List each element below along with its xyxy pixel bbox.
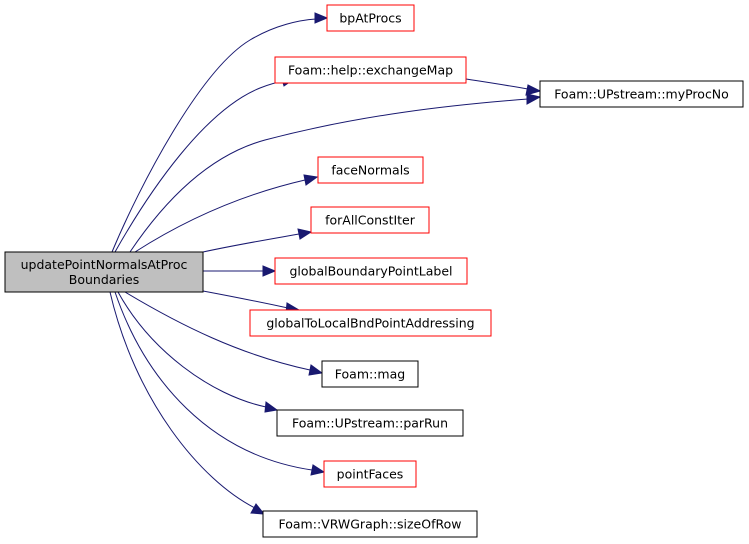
arrow-head [314, 12, 329, 24]
node-label: Boundaries [69, 272, 139, 287]
edge-root-to-pointFaces [114, 291, 326, 476]
node-label: globalToLocalBndPointAddressing [266, 316, 474, 331]
edge-line [114, 80, 285, 253]
node-box [326, 4, 415, 32]
edge-root-to-myProcNo [129, 93, 542, 253]
arrow-head [526, 93, 542, 105]
edge-root-to-parRun [117, 291, 279, 413]
arrow-head [310, 464, 326, 476]
edge-line [114, 291, 313, 471]
node-box [310, 206, 430, 234]
node-globalToLocalBndPointAddressing[interactable]: globalToLocalBndPointAddressing [249, 309, 492, 337]
edge-line [202, 233, 300, 253]
arrow-head [303, 174, 319, 186]
node-parRun[interactable]: Foam::UPstream::parRun [276, 409, 464, 437]
edge-root-to-faceNormals [134, 174, 319, 253]
node-forAllConstIter[interactable]: forAllConstIter [310, 206, 430, 234]
node-box [274, 56, 467, 84]
node-exchangeMap[interactable]: Foam::help::exchangeMap [274, 56, 467, 84]
edge-line [202, 290, 289, 309]
arrow-head [250, 503, 266, 515]
node-pointFaces[interactable]: pointFaces [323, 460, 417, 488]
node-label: forAllConstIter [325, 213, 416, 228]
arrow-head [297, 228, 313, 240]
node-box [249, 309, 492, 337]
edge-line [124, 291, 311, 371]
arrow-head [264, 401, 279, 413]
edge-exchangeMap-to-myProcNo [465, 78, 542, 96]
arrow-head [262, 265, 277, 277]
node-bpAtProcs[interactable]: bpAtProcs [326, 4, 415, 32]
edge-root-to-forAllConstIter [202, 228, 313, 253]
edge-line [134, 179, 306, 253]
node-label: faceNormals [331, 163, 409, 178]
node-box [323, 460, 417, 488]
node-myProcNo[interactable]: Foam::UPstream::myProcNo [539, 80, 744, 108]
node-faceNormals[interactable]: faceNormals [317, 156, 424, 184]
edge-root-to-sizeOfRow [109, 291, 266, 515]
node-label: updatePointNormalsAtProc [21, 257, 188, 272]
node-label: Foam::UPstream::myProcNo [554, 87, 729, 102]
node-box [317, 156, 424, 184]
edge-line [117, 291, 267, 408]
node-label: globalBoundaryPointLabel [289, 264, 452, 279]
node-label: Foam::help::exchangeMap [288, 63, 453, 78]
edge-root-to-globalBoundaryPointLabel [203, 265, 277, 277]
edge-root-to-bpAtProcs [111, 12, 329, 253]
node-label: Foam::UPstream::parRun [292, 416, 448, 431]
arrow-head [525, 84, 542, 96]
node-label: Foam::mag [335, 367, 405, 382]
edge-line [109, 291, 256, 509]
node-box [4, 251, 204, 293]
edge-line [129, 98, 529, 253]
node-label: bpAtProcs [339, 11, 401, 26]
node-mag[interactable]: Foam::mag [321, 360, 419, 388]
node-label: Foam::VRWGraph::sizeOfRow [279, 517, 462, 532]
node-box [321, 360, 419, 388]
node-box [276, 409, 464, 437]
node-globalBoundaryPointLabel[interactable]: globalBoundaryPointLabel [274, 257, 468, 285]
edge-root-to-exchangeMap [114, 75, 296, 253]
node-sizeOfRow[interactable]: Foam::VRWGraph::sizeOfRow [262, 510, 478, 538]
edge-root-to-mag [124, 291, 324, 376]
node-label: pointFaces [337, 467, 404, 482]
edge-line [465, 78, 529, 90]
node-box [262, 510, 478, 538]
node-box [274, 257, 468, 285]
edge-line [111, 18, 317, 253]
arrow-head [308, 364, 324, 376]
node-box [539, 80, 744, 108]
